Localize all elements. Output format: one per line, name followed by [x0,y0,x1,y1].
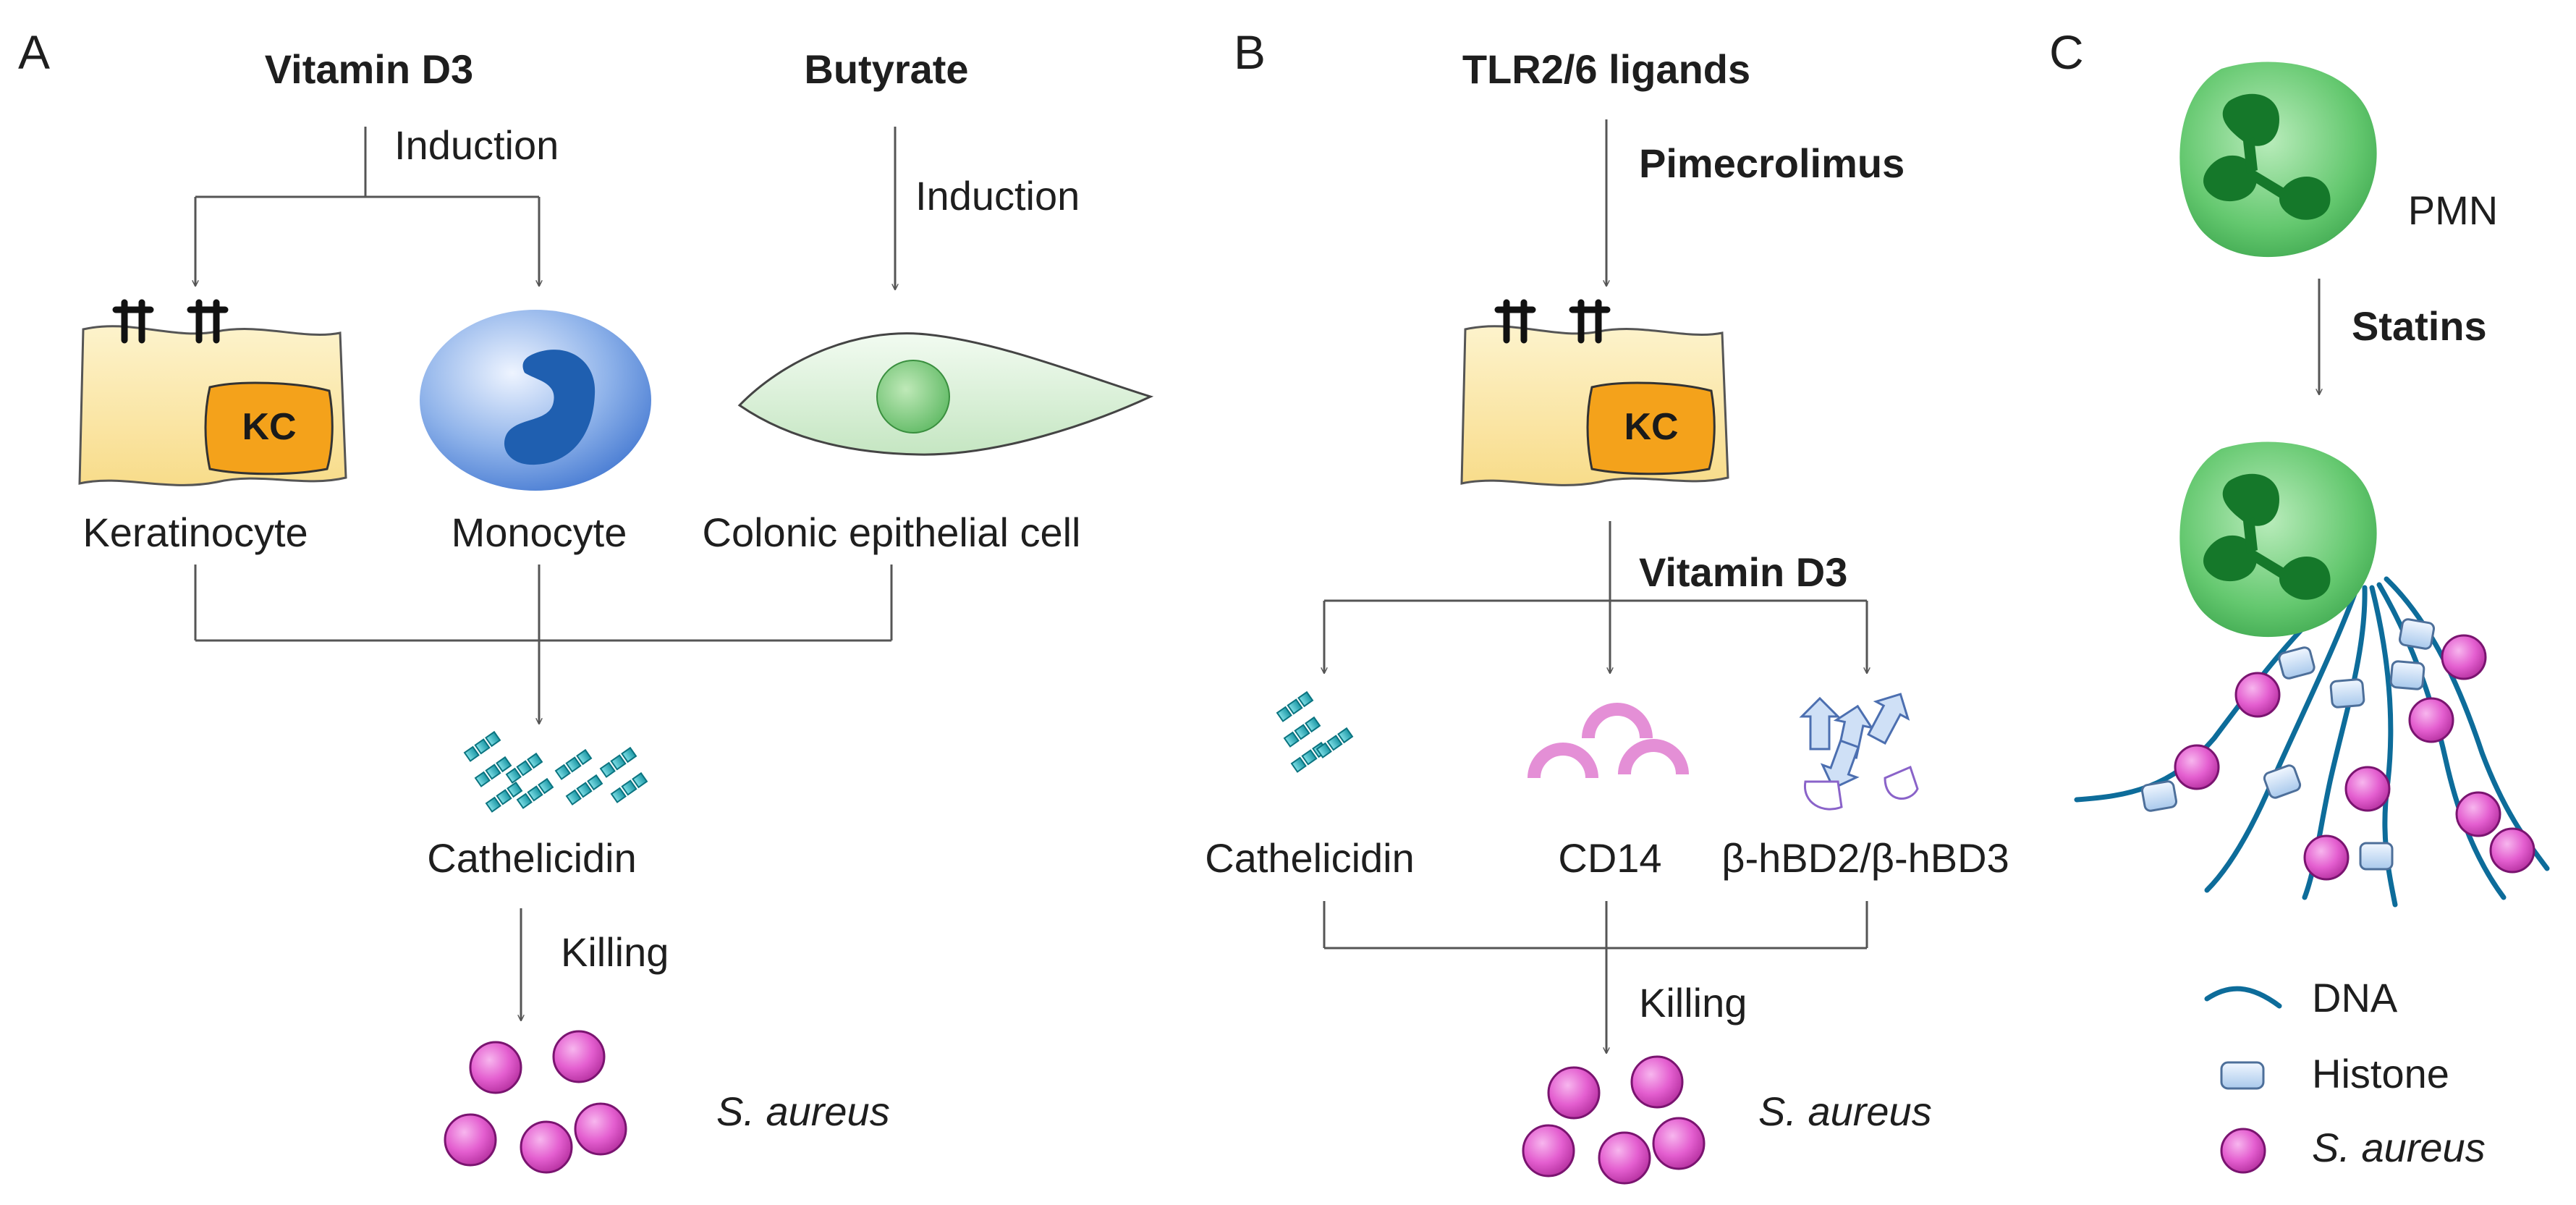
c-legend: DNA Histone S. aureus [2204,975,2486,1174]
c-pmn-net-cell [2179,441,2377,638]
c-legend-dna: DNA [2204,975,2398,1020]
c-legend-dna-label: DNA [2312,975,2398,1020]
a-s-aureus-label: S. aureus [716,1088,890,1134]
c-net-histones [2140,618,2436,871]
panel-c: PMN Statins [2074,62,2550,1174]
b-cathelicidin-label: Cathelicidin [1205,835,1415,881]
b-cd14-label: CD14 [1558,835,1661,881]
c-legend-s-aureus-label: S. aureus [2312,1125,2486,1170]
b-keratinocyte-cell: KC [1460,299,1729,486]
panel-label-b: B [1234,25,1266,79]
b-vitamin-d3-label: Vitamin D3 [1639,549,1847,595]
a-induction-label-2: Induction [915,173,1080,219]
c-net-bacteria [2174,634,2535,881]
c-legend-histone: Histone [2220,1051,2449,1096]
panel-label-c: C [2049,25,2084,79]
b-cathelicidin-icon [1276,690,1354,773]
c-pmn-cell [2179,62,2377,258]
b-hbd-label: β-hBD2/β-hBD3 [1721,835,2009,881]
a-colonic-label: Colonic epithelial cell [703,510,1081,555]
a-receptor-icon-2 [187,299,229,344]
a-monocyte-nucleus [504,350,596,465]
b-kc-nucleus [1586,381,1716,475]
a-vitamin-d3-label: Vitamin D3 [265,46,473,92]
c-statins-label: Statins [2352,303,2487,349]
panel-b: TLR2/6 ligands Pimecrolimus KC Vitamin D… [1205,46,2009,1185]
b-cd14-icon [1528,703,1689,779]
c-pmn-label: PMN [2408,187,2498,233]
a-kc-nucleus [204,381,334,475]
b-bacteria-cluster [1522,1055,1706,1185]
a-bacteria-cluster [444,1030,627,1174]
panel-label-a: A [18,25,50,79]
c-legend-histone-label: Histone [2312,1051,2449,1096]
a-keratinocyte-label: Keratinocyte [82,510,308,555]
a-colonic-cell [737,332,1154,456]
a-cathelicidin-icon [463,730,648,813]
panel-a: Vitamin D3 Butyrate Induction Induction … [78,46,1154,1174]
a-kc-label: KC [242,406,296,448]
c-pmn-nucleus [2203,93,2331,220]
c-legend-s-aureus: S. aureus [2220,1125,2486,1174]
a-colonic-nucleus [876,360,950,434]
b-receptor-icon-2 [1569,299,1611,344]
b-pimecrolimus-label: Pimecrolimus [1639,140,1905,186]
a-receptor-icon-1 [112,299,154,344]
b-kc-label: KC [1624,406,1678,448]
c-legend-dna-swatch [2204,986,2282,1009]
c-legend-histone-swatch [2220,1061,2265,1090]
a-butyrate-label: Butyrate [804,46,968,92]
a-monocyte-cell [420,310,651,491]
a-killing-label: Killing [561,929,669,975]
b-receptor-icon-1 [1494,299,1536,344]
b-killing-label: Killing [1639,980,1747,1026]
b-hbd-icon [1799,693,1919,811]
b-tlr-label: TLR2/6 ligands [1462,46,1750,92]
a-cathelicidin-label: Cathelicidin [427,835,637,881]
b-s-aureus-label: S. aureus [1758,1088,1932,1134]
a-induction-label-1: Induction [394,122,559,168]
a-monocyte-label: Monocyte [452,510,627,555]
a-keratinocyte-cell: KC [78,299,347,486]
c-legend-s-aureus-swatch [2220,1128,2266,1174]
